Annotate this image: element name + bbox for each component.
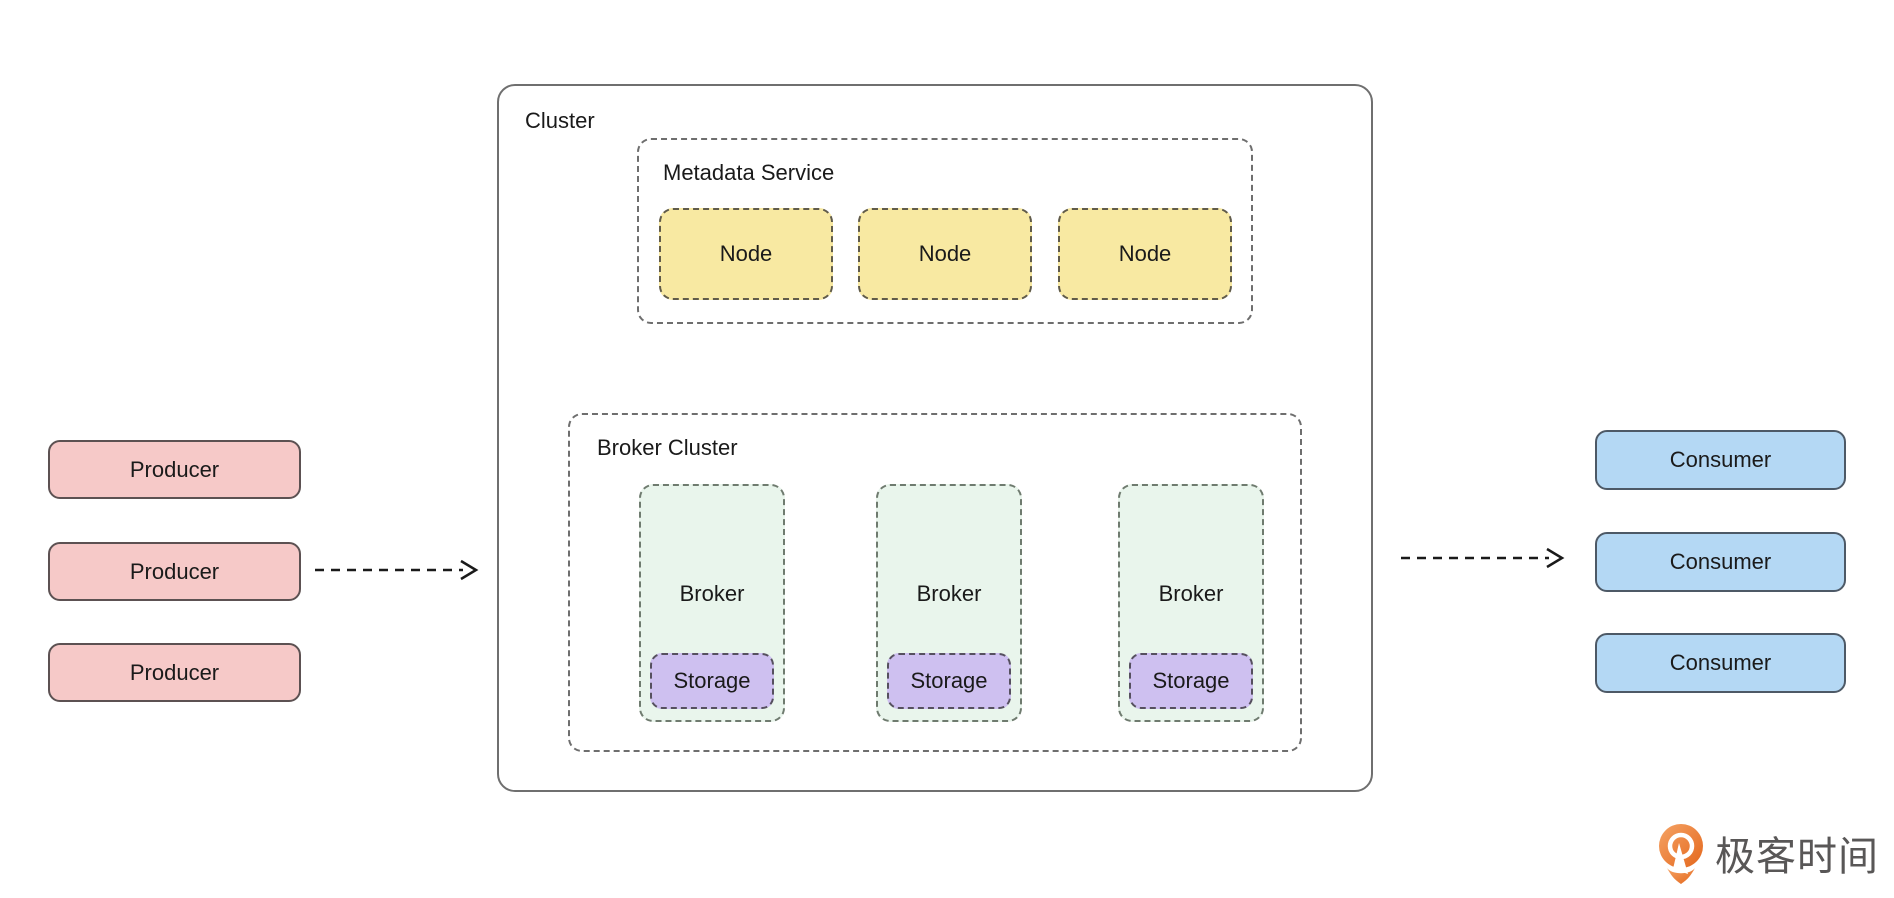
consumer-box-2: Consumer <box>1595 532 1846 592</box>
brand-name: 极客时间 <box>1715 835 1879 879</box>
broker-label: Broker <box>1158 580 1224 606</box>
cluster-label: Cluster <box>525 108 595 133</box>
consumer-box-3: Consumer <box>1595 633 1846 693</box>
metadata-node-2: Node <box>858 208 1032 300</box>
cluster-to-consumers-arrow-icon <box>1401 547 1565 569</box>
broker-cluster-label: Broker Cluster <box>597 435 738 460</box>
broker-label: Broker <box>916 580 982 606</box>
metadata-service-label: Metadata Service <box>663 160 835 185</box>
producer-box-1: Producer <box>48 440 301 499</box>
broker-label: Broker <box>679 580 745 606</box>
broker-box-1: Broker Storage <box>639 484 785 722</box>
geektime-logo-icon <box>1659 824 1703 884</box>
producers-to-cluster-arrow-icon <box>315 559 479 581</box>
metadata-node-1: Node <box>659 208 833 300</box>
producer-box-2: Producer <box>48 542 301 601</box>
metadata-node-3: Node <box>1058 208 1232 300</box>
broker-box-3: Broker Storage <box>1118 484 1264 722</box>
producer-box-3: Producer <box>48 643 301 702</box>
brand-watermark: 极客时间 <box>1656 822 1879 884</box>
broker-storage-1: Storage <box>650 653 774 709</box>
broker-storage-3: Storage <box>1129 653 1253 709</box>
consumer-box-1: Consumer <box>1595 430 1846 490</box>
broker-box-2: Broker Storage <box>876 484 1022 722</box>
broker-storage-2: Storage <box>887 653 1011 709</box>
